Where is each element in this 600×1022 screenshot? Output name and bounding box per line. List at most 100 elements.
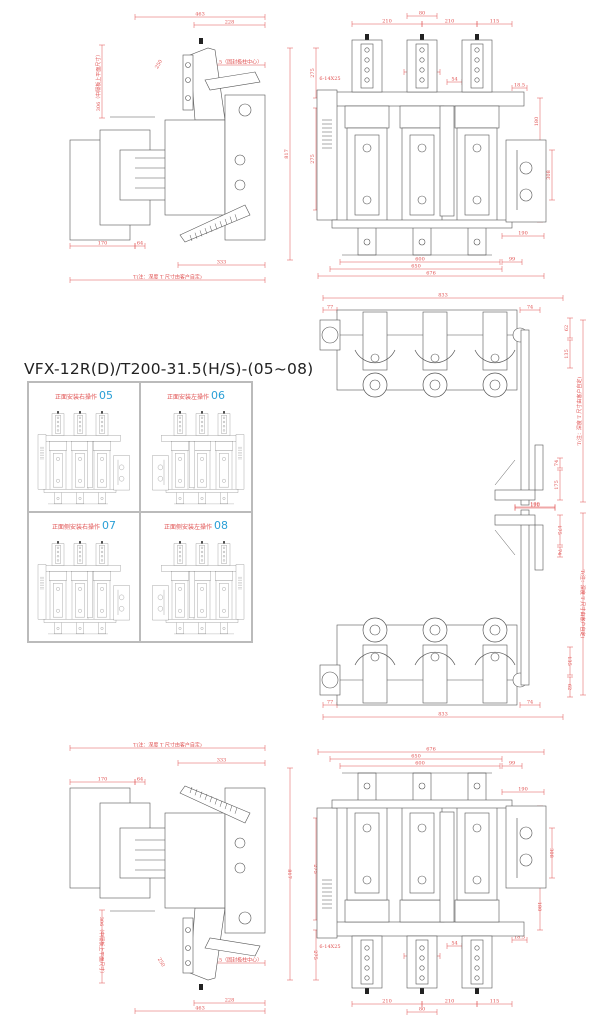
handwheel (321, 671, 339, 689)
bolt-circle (101, 559, 104, 562)
spring-coil (224, 218, 228, 225)
terminal (79, 411, 81, 414)
bolt-circle (419, 955, 425, 961)
bolt-circle (178, 416, 181, 419)
bolt-circle (362, 143, 372, 153)
dimension-label: 333 (217, 758, 227, 764)
handle-hub (519, 853, 533, 867)
terminal (201, 411, 203, 414)
dimension-label: 210 (382, 19, 392, 25)
bolt-circle (364, 975, 370, 981)
bolt-circle (100, 478, 104, 483)
variant-number: 06 (211, 389, 225, 402)
bolt-circle (474, 955, 480, 961)
dimension-label: 74 (556, 549, 562, 555)
terminal-hole (369, 379, 381, 391)
variant-label: 正面侧安装右操作 (51, 524, 100, 531)
pole-flange (454, 105, 500, 129)
bolt-circle (430, 353, 440, 363)
pole-inner (219, 583, 229, 618)
bolt-circle (474, 945, 480, 951)
pole-insert (360, 43, 374, 89)
handwheel (321, 326, 339, 344)
bolt-circle (472, 195, 482, 205)
bolt-circle (100, 608, 104, 613)
pole-insert (470, 939, 484, 985)
operating-box (505, 139, 547, 223)
operating-box (152, 455, 169, 491)
bolt-circle (57, 550, 60, 554)
bolt-circle (474, 57, 480, 63)
pole-1 (215, 541, 233, 635)
pole-3 (93, 541, 111, 635)
bolt-circle (79, 555, 82, 558)
terminal (475, 34, 479, 40)
pole-inner (75, 453, 85, 488)
dimension-label: 190 (530, 502, 540, 508)
dimension-label: 210 (445, 19, 455, 25)
bolt-circle (222, 497, 226, 500)
pole-inner (219, 453, 229, 488)
bolt-circle (185, 62, 191, 68)
bolt-circle (200, 497, 204, 500)
center-link (439, 105, 455, 217)
terminal (57, 411, 59, 414)
bolt-circle (364, 57, 370, 63)
bolt-circle (178, 550, 181, 554)
bolt-circle (222, 546, 225, 549)
bolt-circle (56, 608, 60, 613)
bracket (534, 444, 544, 491)
bolt-circle (222, 608, 226, 613)
pole-hook (354, 349, 396, 364)
pole-3 (171, 411, 189, 505)
pole-3 (454, 772, 500, 994)
dimension-label: 650 (411, 754, 421, 760)
bolt-circle (178, 420, 181, 424)
link-arm (204, 937, 261, 957)
spring-coil (234, 807, 238, 814)
spring-coil (199, 230, 203, 237)
dimension-label: 228 (225, 20, 235, 26)
bolt-circle (363, 782, 371, 790)
bolt-circle (178, 627, 182, 630)
dimension-label: 54 (451, 77, 457, 83)
bracket (534, 524, 544, 571)
spring-coil (219, 800, 223, 807)
operating-box (113, 455, 130, 491)
pole-insert (221, 415, 227, 434)
thumbnail-front-view (37, 411, 130, 505)
bolt-circle (57, 555, 60, 558)
dimension-label: 833 (438, 712, 448, 718)
pole-2 (193, 411, 211, 505)
bolt-circle (474, 47, 480, 53)
handle-hub (157, 464, 163, 471)
dimension-label: 170 (98, 777, 108, 783)
bolt-circle (364, 77, 370, 83)
dimension-label: 77 (327, 305, 333, 311)
pole-1 (49, 541, 67, 635)
variant-label: 正面安装右操作 (54, 394, 97, 401)
bolt-circle (79, 559, 82, 562)
dimension-label: 275 (312, 950, 318, 960)
pole-insert (415, 43, 429, 89)
variant-label: 正面侧安装左操作 (163, 524, 212, 531)
bolt-circle (222, 587, 226, 591)
bolt-circle (234, 837, 246, 849)
dimension-label: T(注：深度 T 尺寸由客户自定) (133, 742, 202, 749)
center-link (87, 441, 93, 488)
terminal (101, 541, 103, 544)
dimension-label: 115 (490, 999, 500, 1005)
bolt-circle (362, 823, 372, 833)
terminal (420, 988, 424, 994)
dimension-label: T(注：深度 T 尺寸由客户自定) (579, 570, 586, 639)
bolt-circle (57, 425, 60, 428)
left-mechanism (235, 564, 245, 620)
center-link (189, 571, 195, 618)
handle-hub (519, 188, 533, 202)
bolt-circle (78, 587, 82, 591)
dimension-label: 275 (310, 68, 316, 78)
bolt-circle (370, 652, 380, 662)
handle-hub (119, 464, 125, 471)
bolt-circle (222, 429, 225, 432)
